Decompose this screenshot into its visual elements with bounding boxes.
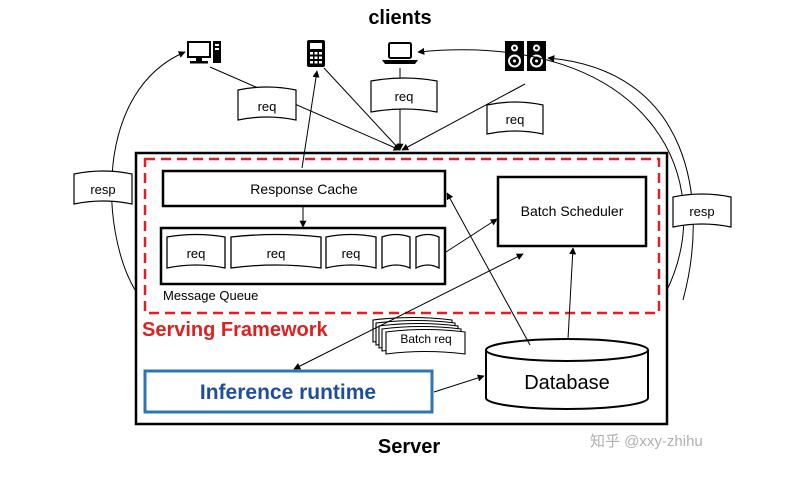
watermark: 知乎 @xxy-zhihu xyxy=(590,433,703,450)
serving-framework-label: Serving Framework xyxy=(142,319,329,341)
calculator-icon xyxy=(307,40,325,67)
laptop-icon xyxy=(382,42,418,64)
queue-item xyxy=(166,233,440,270)
req-flag: req xyxy=(370,77,438,113)
connector-lines xyxy=(111,47,694,393)
resp-flag: resp xyxy=(672,193,732,228)
speakers-icon xyxy=(505,41,546,71)
desktop-computer-icon xyxy=(187,41,221,64)
server-box xyxy=(134,151,669,426)
inference-runtime-label: Inference runtime xyxy=(200,381,376,404)
queue-item-label: req xyxy=(187,246,206,261)
batch-req-label: Batch req xyxy=(400,332,451,346)
resp-flag-label: resp xyxy=(689,204,714,219)
inference-runtime-box xyxy=(143,369,434,414)
batch-scheduler-box xyxy=(496,175,648,248)
serving-framework-boundary xyxy=(143,157,661,315)
queue-item-label: req xyxy=(342,246,361,261)
message-queue-label: Message Queue xyxy=(163,288,258,303)
response-cache-label: Response Cache xyxy=(250,181,358,197)
req-flag-label: req xyxy=(258,99,277,114)
req-flag: req xyxy=(237,86,297,121)
database-cylinder xyxy=(485,338,649,410)
req-flag-label: req xyxy=(506,112,525,127)
resp-flag: resp xyxy=(73,170,133,205)
server-label: Server xyxy=(378,436,440,458)
batch-scheduler-label: Batch Scheduler xyxy=(521,203,624,219)
database-label: Database xyxy=(524,372,610,394)
resp-flag-label: resp xyxy=(90,182,115,197)
queue-item-label: req xyxy=(267,246,286,261)
clients-title: clients xyxy=(368,7,431,29)
response-cache-box xyxy=(161,169,447,208)
req-flag: req xyxy=(486,101,544,135)
req-flag-label: req xyxy=(395,89,414,104)
